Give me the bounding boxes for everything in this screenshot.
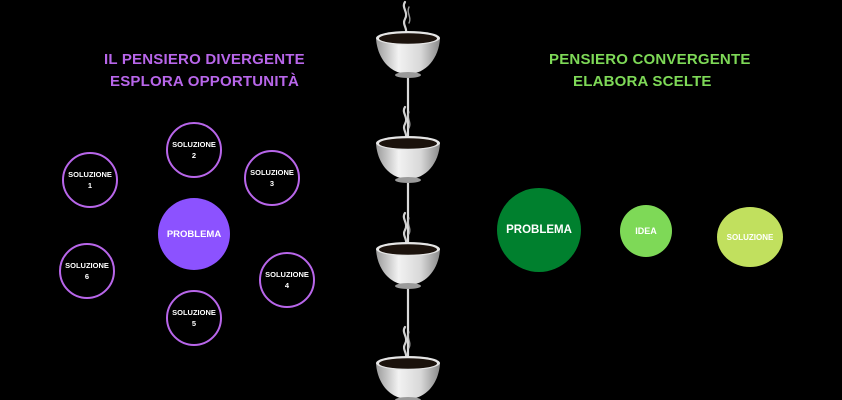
coffee-cups-column	[374, 0, 442, 400]
solution-node-5: SOLUZIONE 5	[166, 290, 222, 346]
divergent-problem-label: PROBLEMA	[166, 228, 222, 240]
convergent-problem-label: PROBLEMA	[506, 224, 572, 236]
solution-label: SOLUZIONE	[68, 170, 112, 179]
divergent-title: IL PENSIERO DIVERGENTE ESPLORA OPPORTUNI…	[104, 49, 324, 93]
divergent-problem-node: PROBLEMA	[158, 198, 230, 270]
idea-label: IDEA	[635, 226, 657, 236]
solution-number: 3	[269, 179, 275, 188]
solution-number: 1	[87, 181, 93, 190]
coffee-cup-icon	[374, 0, 442, 80]
coffee-cup-icon	[374, 325, 442, 400]
convergent-title-line1: PENSIERO CONVERGENTE	[549, 51, 751, 68]
solution-label: SOLUZIONE	[265, 270, 309, 279]
solution-number: 4	[284, 281, 290, 290]
solution-node-2: SOLUZIONE 2	[166, 122, 222, 178]
convergent-problem-node: PROBLEMA	[497, 188, 581, 272]
solution-number: 6	[84, 272, 90, 281]
solution-node-4: SOLUZIONE 4	[259, 252, 315, 308]
divergent-title-line2: ESPLORA OPPORTUNITÀ	[110, 73, 300, 90]
idea-node: IDEA	[620, 205, 672, 257]
solution-label: SOLUZIONE	[172, 308, 216, 317]
convergent-title: PENSIERO CONVERGENTE ELABORA SCELTE	[549, 49, 769, 93]
coffee-cup-icon	[374, 105, 442, 185]
solution-label: SOLUZIONE	[65, 261, 109, 270]
coffee-cup-icon	[374, 211, 442, 291]
divergent-title-line1: IL PENSIERO DIVERGENTE	[104, 51, 305, 68]
solution-node-6: SOLUZIONE 6	[59, 243, 115, 299]
solution-node-3: SOLUZIONE 3	[244, 150, 300, 206]
convergent-title-line2: ELABORA SCELTE	[573, 73, 712, 90]
convergent-solution-node: SOLUZIONE	[717, 207, 783, 267]
solution-label: SOLUZIONE	[250, 168, 294, 177]
convergent-solution-label: SOLUZIONE	[726, 232, 774, 242]
solution-label: SOLUZIONE	[172, 140, 216, 149]
solution-number: 5	[191, 319, 197, 328]
solution-node-1: SOLUZIONE 1	[62, 152, 118, 208]
solution-number: 2	[191, 151, 197, 160]
